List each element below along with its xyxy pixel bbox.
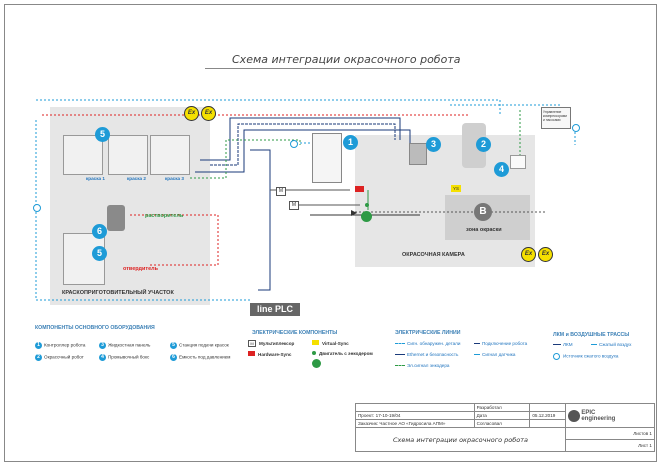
legend-air-paint: ЛКМ (553, 342, 573, 347)
fluid-panel (409, 143, 427, 165)
ex-mark-booth-2: Ex (538, 247, 553, 262)
air-source-mid (290, 140, 298, 148)
tb-project: Проект: 17-10-19/04 (355, 411, 475, 420)
encoder-dot (365, 203, 369, 207)
motor-encoder (361, 211, 372, 222)
legend-motor-icon (312, 359, 321, 368)
robot-controller (312, 133, 342, 183)
label-paint-2: краска 2 (127, 176, 146, 181)
pressure-tank (107, 205, 125, 231)
label-hardener: отвердитель (123, 266, 159, 272)
multiplexor-1: M (276, 187, 286, 196)
paint-station-3 (150, 135, 190, 175)
marker-3: 3 (426, 137, 441, 152)
air-source-left (33, 204, 41, 212)
marker-6: 6 (92, 224, 107, 239)
tb-sheets: Листов 1 (565, 427, 655, 440)
paint-station-2 (108, 135, 148, 175)
cleaning-box (510, 155, 526, 169)
title-underline (205, 68, 453, 69)
legend-line-encoder: Эл.сигнал энкодера (395, 363, 449, 368)
tb-sheet: Лист 1 (565, 439, 655, 452)
legend-elec-motor: Двигатель с энкодером (312, 351, 373, 356)
tb-sheet-title: Схема интеграции окрасочного робота (354, 427, 567, 452)
legend-lines-heading: ЭЛЕКТРИЧЕСКИЕ ЛИНИИ (395, 330, 461, 336)
marker-5-bottom: 5 (92, 246, 107, 261)
company-logo-icon (568, 409, 581, 422)
tb-date-label: Дата (473, 411, 531, 420)
tb-developed: Разработал (473, 403, 531, 412)
multiplexor-2: M (289, 201, 299, 210)
tb-empty (355, 403, 475, 412)
marker-2: 2 (476, 137, 491, 152)
marker-5-top: 5 (95, 127, 110, 142)
tb-date: 05.12.2019 (529, 411, 567, 420)
legend-line-ethernet: Ethernet и безопасность (395, 352, 458, 357)
tb-developed-date (529, 403, 567, 412)
diagram-title: Схема интеграции окрасочного робота (232, 53, 461, 66)
legend-line-sensor: Сигнал датчика (474, 352, 515, 357)
tb-customer: Заказчик: Частное АО «Гидросила АПМ» (355, 419, 475, 428)
legend-air-source: Источник сжатого воздуха (553, 353, 618, 360)
tb-agreed: Согласовал (473, 419, 531, 428)
legend-electrical-heading: ЭЛЕКТРИЧЕСКИЕ КОМПОНЕНТЫ (252, 330, 338, 336)
legend-main-heading: КОМПОНЕНТЫ ОСНОВНОГО ОБОРУДОВАНИЯ (35, 325, 155, 331)
legend-air-heading: ЛКМ и ВОЗДУШНЫЕ ТРАССЫ (553, 332, 630, 338)
booth-area-label: ОКРАСОЧНАЯ КАМЕРА (402, 252, 465, 258)
label-paint-1: краска 1 (86, 176, 105, 181)
ex-mark-prep-2: Ex (201, 106, 216, 121)
ex-mark-booth: Ex (521, 247, 536, 262)
prep-area-label: КРАСКОПРИГОТОВИТЕЛЬНЫЙ УЧАСТОК (62, 290, 174, 296)
legend-line-detection: Сигн. обнаружен. детали (395, 341, 460, 346)
air-source-right (572, 124, 580, 132)
hardware-sync-box (355, 186, 364, 192)
zone-b-marker: B (474, 203, 492, 221)
legend-elec-hardware-sync: Hardware-Sync (248, 351, 291, 357)
marker-4: 4 (494, 162, 509, 177)
drawing-sheet (4, 4, 657, 462)
legend-line-robot: Подключение робота (474, 341, 527, 346)
spray-zone-label: зона окраски (466, 227, 502, 233)
label-solvent: растворитель (145, 213, 184, 219)
compressor-control-box (541, 107, 571, 129)
ex-mark-prep: Ex (184, 106, 199, 121)
virtual-sync-box: YS (451, 185, 461, 192)
marker-1: 1 (343, 135, 358, 150)
legend-elec-virtual-sync: Virtual-Sync (312, 340, 349, 346)
compressor-control-label: Управление компрессорами и насосами (543, 110, 567, 122)
label-paint-3: краска 3 (165, 176, 184, 181)
line-plc-box: line PLC (250, 303, 300, 316)
tb-agreed-date (529, 419, 567, 428)
paint-station-1 (63, 135, 103, 175)
legend-air-compressed: Сжатый воздух (591, 342, 631, 347)
